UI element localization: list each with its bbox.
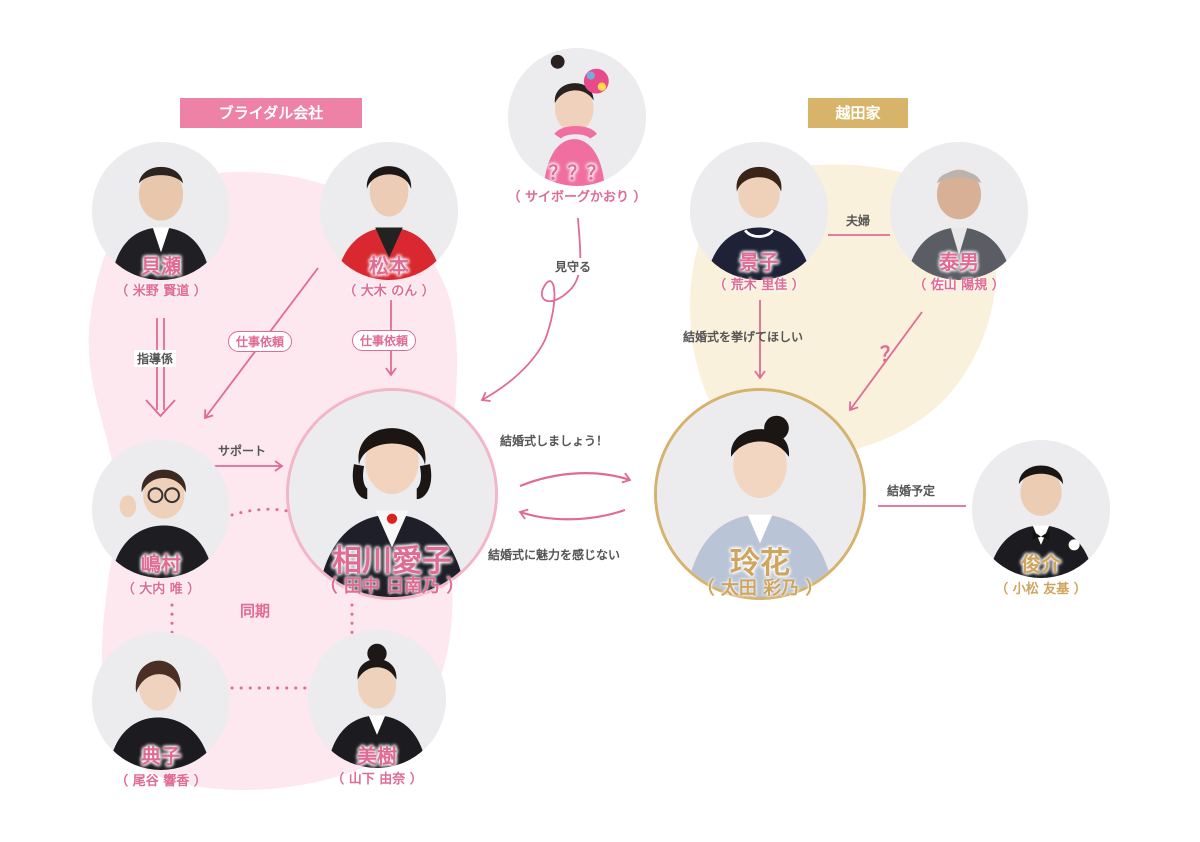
actor-unknown: （ サイボーグかおり ） bbox=[507, 190, 647, 205]
actor-shimamura: （ 大内 唯 ） bbox=[121, 582, 201, 597]
relation-label-kekkon-yotei: 結婚予定 bbox=[884, 482, 939, 499]
actor-kaise: （ 米野 賢道 ） bbox=[115, 284, 207, 299]
name-keiko: 景子 bbox=[739, 250, 779, 274]
portrait-keiko bbox=[690, 142, 828, 280]
portrait-shunsuke bbox=[972, 440, 1110, 578]
name-noriko: 典子 bbox=[141, 744, 181, 768]
person-shunsuke[interactable]: 俊介 （ 小松 友基 ） bbox=[972, 440, 1112, 600]
relation-label-shidou: 指導係 bbox=[134, 350, 177, 367]
portrait-noriko bbox=[92, 632, 230, 770]
person-noriko[interactable]: 典子 （ 尾谷 響香 ） bbox=[92, 632, 232, 792]
person-unknown[interactable]: ？？？ （ サイボーグかおり ） bbox=[507, 48, 648, 208]
name-reika: 玲花 bbox=[730, 546, 790, 581]
actor-keiko: （ 荒木 里佳 ） bbox=[713, 278, 805, 293]
name-kaise: 貝瀬 bbox=[141, 254, 181, 278]
relation-label-question: ？ bbox=[880, 342, 900, 366]
name-matsumoto: 松本 bbox=[369, 254, 409, 278]
actor-yasuo: （ 佐山 陽規 ） bbox=[913, 278, 1005, 293]
relation-label-mimamoru: 見守る bbox=[552, 258, 595, 275]
portrait-matsumoto bbox=[320, 142, 458, 280]
actor-shunsuke: （ 小松 友基 ） bbox=[995, 582, 1087, 597]
actor-reika: （ 太田 彩乃 ） bbox=[696, 578, 824, 599]
person-aiko[interactable]: 相川愛子 （ 田中 日南乃 ） bbox=[286, 388, 500, 608]
person-reika[interactable]: 玲花 （ 太田 彩乃 ） bbox=[654, 388, 868, 608]
relation-label-fuufu: 夫婦 bbox=[846, 214, 871, 228]
person-kaise[interactable]: 貝瀬 （ 米野 賢道 ） bbox=[92, 142, 232, 302]
relation-label-kekkon-shimashou: 結婚式しましょう！ bbox=[500, 434, 609, 448]
relation-label-douki: 同期 bbox=[240, 602, 271, 620]
name-yasuo: 泰男 bbox=[939, 250, 979, 274]
name-shunsuke: 俊介 bbox=[1021, 552, 1061, 576]
relation-label-shigoto-1: 仕事依頼 bbox=[228, 331, 293, 352]
name-aiko: 相川愛子 bbox=[332, 544, 452, 579]
portrait-kaise bbox=[92, 142, 230, 280]
relation-label-support: サポート bbox=[218, 444, 267, 458]
portrait-unknown bbox=[508, 48, 646, 186]
person-yasuo[interactable]: 泰男 （ 佐山 陽規 ） bbox=[890, 142, 1030, 302]
relation-label-kekkon-miryoku: 結婚式に魅力を感じない bbox=[488, 548, 621, 562]
person-keiko[interactable]: 景子 （ 荒木 里佳 ） bbox=[690, 142, 830, 302]
person-miki[interactable]: 美樹 （ 山下 由奈 ） bbox=[308, 630, 448, 790]
portrait-yasuo bbox=[890, 142, 1028, 280]
actor-miki: （ 山下 由奈 ） bbox=[331, 772, 423, 787]
portrait-aiko bbox=[286, 388, 498, 600]
name-miki: 美樹 bbox=[357, 744, 397, 768]
actor-noriko: （ 尾谷 響香 ） bbox=[115, 774, 207, 789]
portrait-miki bbox=[308, 630, 446, 768]
actor-aiko: （ 田中 日南乃 ） bbox=[319, 576, 465, 597]
relation-label-shigoto-2: 仕事依頼 bbox=[352, 330, 417, 351]
group-tag-koshida: 越田家 bbox=[808, 98, 908, 128]
actor-matsumoto: （ 大木 のん ） bbox=[343, 284, 435, 299]
person-shimamura[interactable]: 嶋村 （ 大内 唯 ） bbox=[92, 440, 232, 600]
person-matsumoto[interactable]: 松本 （ 大木 のん ） bbox=[320, 142, 460, 302]
portrait-reika bbox=[654, 388, 866, 600]
name-unknown: ？？？ bbox=[548, 162, 606, 184]
name-shimamura: 嶋村 bbox=[141, 552, 181, 576]
relation-label-agete-hoshii: 結婚式を挙げてほしい bbox=[683, 330, 804, 344]
group-tag-bridal: ブライダル会社 bbox=[180, 98, 362, 128]
portrait-shimamura bbox=[92, 440, 230, 578]
